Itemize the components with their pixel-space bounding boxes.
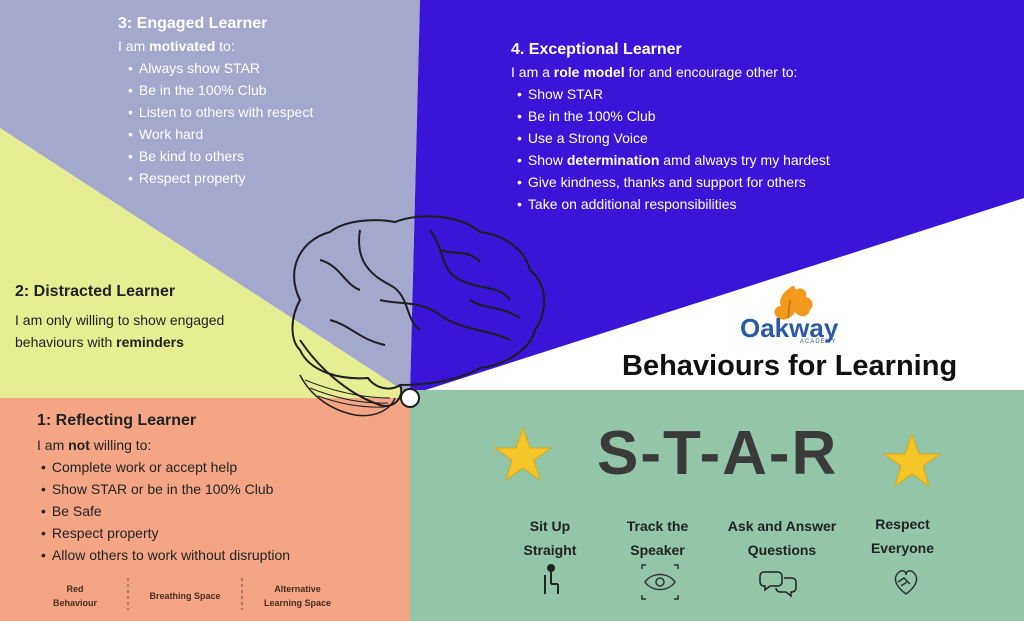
- engaged-list: Always show STAR Be in the 100% Club Lis…: [128, 57, 313, 189]
- list-item: Listen to others with respect: [128, 101, 313, 123]
- exceptional-list: Show STAR Be in the 100% Club Use a Stro…: [517, 83, 830, 215]
- list-item: Give kindness, thanks and support for ot…: [517, 171, 830, 193]
- list-item: Complete work or accept help: [41, 456, 290, 478]
- red-behaviour-line2: Behaviour: [52, 598, 97, 608]
- handshake-heart-icon: [894, 570, 918, 595]
- logo-name: Oakway: [740, 313, 839, 343]
- distracted-line1: I am only willing to show engaged: [15, 312, 225, 328]
- page-title: Behaviours for Learning: [622, 350, 958, 382]
- eye-icon: [641, 564, 679, 600]
- list-item: Be in the 100% Club: [517, 105, 830, 127]
- speech-bubbles-icon: [759, 571, 797, 598]
- list-item: Allow others to work without disruption: [41, 544, 290, 566]
- distracted-line2: behaviours with reminders: [15, 331, 224, 353]
- star-item-sit-up: Sit Up Straight: [505, 514, 595, 562]
- list-item: Always show STAR: [128, 57, 313, 79]
- distracted-panel: [0, 128, 410, 398]
- reflecting-list: Complete work or accept help Show STAR o…: [41, 456, 290, 566]
- oak-leaf-icon: [774, 285, 813, 320]
- alternative-line1: Alternative: [274, 584, 321, 594]
- exceptional-intro: I am a role model for and encourage othe…: [511, 61, 830, 83]
- star-item-ask: Ask and Answer Questions: [718, 514, 846, 562]
- star-item-line1: Ask and Answer: [727, 518, 837, 534]
- exceptional-intro-post: for and encourage other to:: [624, 64, 798, 80]
- list-item: Take on additional responsibilities: [517, 193, 830, 215]
- alternative-learning-label: Alternative Learning Space: [250, 582, 345, 610]
- alternative-line2: Learning Space: [263, 598, 332, 608]
- exceptional-intro-pre: I am a: [511, 64, 554, 80]
- engaged-intro-post: to:: [215, 38, 235, 54]
- reflecting-intro-pre: I am: [37, 437, 69, 453]
- star-item-line1: Track the: [626, 518, 689, 534]
- star-item-line1: Respect: [875, 516, 930, 532]
- list-item: Work hard: [128, 123, 313, 145]
- star-item-line2: Questions: [747, 542, 817, 558]
- star-item-line1: Sit Up: [529, 518, 571, 534]
- star-item-line2: Straight: [523, 542, 577, 558]
- star-item-line2: Speaker: [630, 542, 685, 558]
- engaged-intro-pre: I am: [118, 38, 150, 54]
- list-item: Use a Strong Voice: [517, 127, 830, 149]
- exceptional-intro-bold: role model: [553, 64, 625, 80]
- sitting-person-icon: [544, 564, 559, 594]
- exceptional-section: 4. Exceptional Learner I am a role model…: [511, 41, 830, 215]
- star-icon: [493, 426, 553, 482]
- engaged-intro-bold: motivated: [149, 38, 216, 54]
- brain-illustration: [291, 215, 546, 417]
- list-item: Be Safe: [41, 500, 290, 522]
- star-panel: [410, 390, 1024, 621]
- list-item: Show determination amd always try my har…: [517, 149, 830, 171]
- logo-sub: ACADEMY: [800, 339, 837, 345]
- reflecting-intro-post: willing to:: [89, 437, 152, 453]
- reflecting-intro: I am not willing to:: [37, 434, 290, 456]
- brainstem-circle: [400, 388, 420, 408]
- list-item: Be in the 100% Club: [128, 79, 313, 101]
- breathing-space-label: Breathing Space: [149, 591, 221, 601]
- list-item: Show STAR: [517, 83, 830, 105]
- star-item-line2: Everyone: [870, 540, 935, 556]
- list-item: Show STAR or be in the 100% Club: [41, 478, 290, 500]
- item4-post: amd always try my hardest: [659, 152, 830, 168]
- red-behaviour-label: Red Behaviour: [40, 582, 110, 610]
- engaged-section: 3: Engaged Learner I am motivated to: Al…: [118, 15, 313, 189]
- reflecting-intro-bold: not: [68, 437, 90, 453]
- star-item-respect: Respect Everyone: [855, 512, 950, 560]
- red-behaviour-line1: Red: [66, 584, 84, 594]
- distracted-line2-bold: reminders: [116, 334, 184, 350]
- engaged-title: 3: Engaged Learner: [118, 15, 268, 32]
- item4-pre: Show: [527, 152, 567, 168]
- list-item: Be kind to others: [128, 145, 313, 167]
- list-item: Respect property: [41, 522, 290, 544]
- list-item: Respect property: [128, 167, 313, 189]
- engaged-intro: I am motivated to:: [118, 35, 313, 57]
- item4-bold: determination: [566, 152, 660, 168]
- distracted-title: 2: Distracted Learner: [15, 283, 176, 300]
- exceptional-title: 4. Exceptional Learner: [511, 41, 682, 58]
- distracted-line2-pre: behaviours with: [15, 334, 117, 350]
- star-icon: [882, 432, 942, 488]
- star-title: S-T-A-R: [597, 419, 839, 488]
- reflecting-title: 1: Reflecting Learner: [37, 412, 197, 429]
- reflecting-section: 1: Reflecting Learner I am not willing t…: [37, 412, 290, 566]
- distracted-section: 2: Distracted Learner I am only willing …: [15, 283, 224, 353]
- engaged-panel: [0, 0, 420, 395]
- star-item-track: Track the Speaker: [610, 514, 705, 562]
